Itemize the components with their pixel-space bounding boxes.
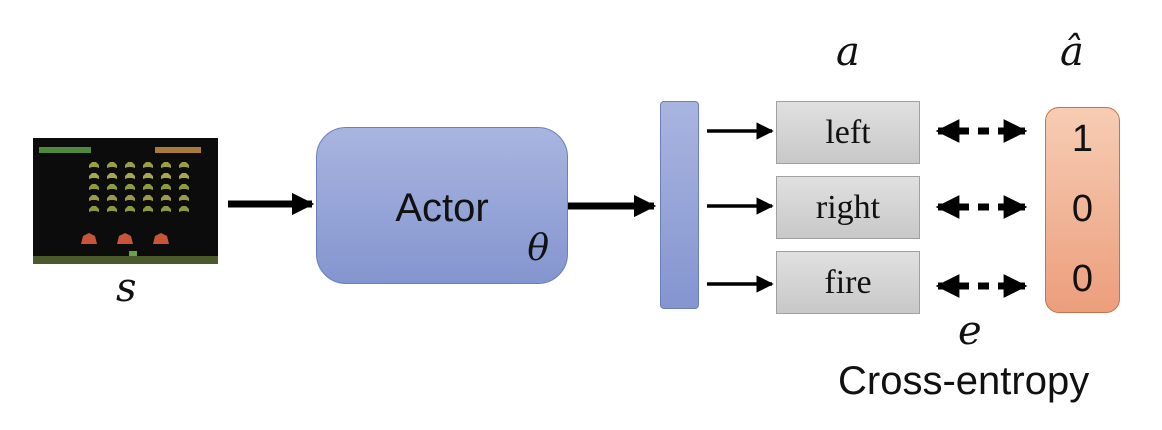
target-value-1: 0 <box>1071 188 1094 230</box>
output-vector <box>660 101 699 309</box>
invader-sprite <box>161 162 171 168</box>
invader-sprite <box>143 206 153 212</box>
action-label: a <box>836 29 860 75</box>
game-pixel-art <box>33 147 218 264</box>
actor-title: Actor <box>395 186 489 230</box>
invader-sprite <box>125 206 135 212</box>
invader-sprite <box>143 195 153 201</box>
invader-sprite <box>89 184 99 190</box>
loss-symbol: e <box>958 308 982 354</box>
invader-sprite <box>179 173 189 179</box>
invader-sprite <box>107 184 117 190</box>
invader-sprite <box>143 173 153 179</box>
invader-sprite <box>179 195 189 201</box>
invader-sprite <box>179 206 189 212</box>
action-fire: fire <box>776 251 920 314</box>
invader-sprite <box>89 173 99 179</box>
invader-sprite <box>161 173 171 179</box>
invader-sprite <box>143 184 153 190</box>
target-value-2: 0 <box>1071 258 1094 300</box>
invader-sprite <box>161 206 171 212</box>
state-label: s <box>116 265 137 311</box>
invader-sprite <box>179 162 189 168</box>
invader-sprite <box>107 195 117 201</box>
action-left: left <box>776 101 920 164</box>
invader-sprite <box>107 173 117 179</box>
actor-param: θ <box>527 228 549 269</box>
invader-sprite <box>143 162 153 168</box>
invader-sprite <box>179 184 189 190</box>
actor-network: Actor θ <box>316 127 568 284</box>
action-right: right <box>776 176 920 239</box>
loss-name: Cross-entropy <box>838 359 1090 403</box>
target-value-0: 1 <box>1071 118 1094 160</box>
target-vector: 1 0 0 <box>1045 107 1120 313</box>
space-invaders-screen <box>33 138 218 264</box>
target-label: â <box>1060 29 1084 75</box>
invader-sprite <box>125 173 135 179</box>
invader-sprite <box>89 162 99 168</box>
invader-sprite <box>125 162 135 168</box>
invader-sprite <box>125 184 135 190</box>
invader-sprite <box>161 195 171 201</box>
invader-sprite <box>107 162 117 168</box>
invader-sprite <box>107 206 117 212</box>
invader-sprite <box>125 195 135 201</box>
invader-sprite <box>161 184 171 190</box>
invader-sprite <box>89 195 99 201</box>
invader-sprite <box>89 206 99 212</box>
